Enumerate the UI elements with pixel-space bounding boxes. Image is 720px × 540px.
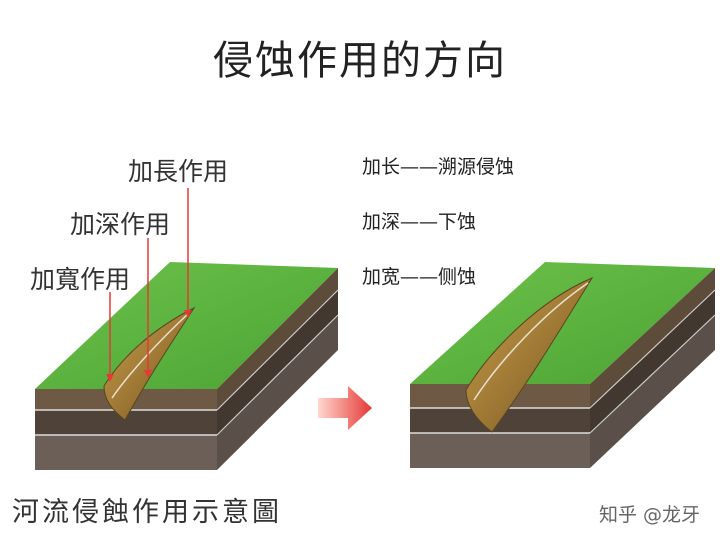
page-title: 侵蚀作用的方向	[213, 38, 507, 84]
left-block	[35, 262, 339, 470]
legend-item-deepen: 加深——下蚀	[362, 207, 476, 234]
diagram-caption: 河流侵蝕作用示意圖	[12, 497, 282, 528]
legend-term: 加深	[362, 211, 401, 233]
legend-term: 加宽	[362, 266, 401, 288]
right-side-layer-mid	[590, 290, 715, 433]
right-front-layer-low	[410, 433, 590, 468]
left-side-layer-top	[217, 268, 338, 410]
right-river-channel	[465, 276, 594, 433]
left-side-layer-low	[217, 315, 338, 470]
lengthen-label: 加長作用	[128, 157, 229, 186]
legend-meaning: 下蚀	[438, 211, 477, 233]
left-front-layer-mid	[35, 410, 217, 435]
legend-item-lengthen: 加长——溯源侵蚀	[362, 152, 514, 179]
legend-term: 加长	[362, 156, 401, 178]
right-side-layer-low	[590, 315, 715, 468]
widen-label: 加寬作用	[30, 265, 131, 294]
legend-dash: ——	[400, 211, 439, 233]
legend-dash: ——	[400, 266, 439, 288]
left-side-layer-mid	[217, 290, 338, 435]
legend-meaning: 溯源侵蚀	[438, 156, 515, 178]
legend-meaning: 侧蚀	[438, 266, 477, 288]
right-side-layer-top	[590, 268, 715, 408]
label-arrows	[106, 188, 192, 382]
legend-item-widen: 加宽——侧蚀	[362, 262, 476, 289]
left-front-layer-low	[35, 435, 217, 470]
watermark: 知乎 @龙牙	[598, 504, 700, 526]
left-river-channel	[103, 306, 196, 421]
right-block	[410, 262, 716, 468]
legend-dash: ——	[400, 156, 439, 178]
deepen-label: 加深作用	[70, 210, 171, 239]
transition-arrow	[318, 386, 372, 430]
